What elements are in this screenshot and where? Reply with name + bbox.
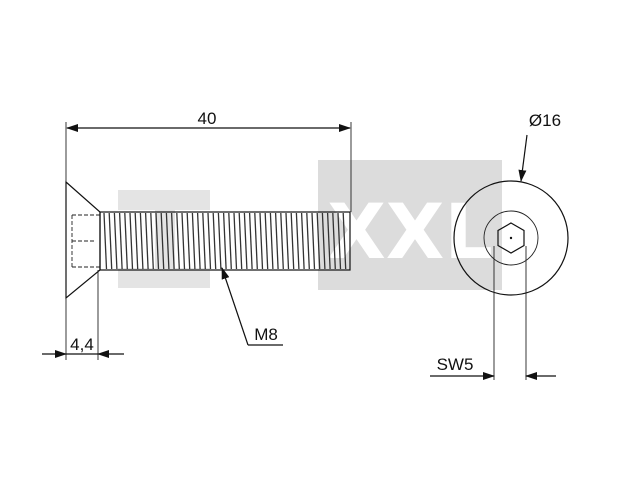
thread-line — [295, 212, 300, 270]
head-circle — [453, 180, 569, 296]
thread-line — [217, 212, 222, 270]
thread-line — [233, 212, 238, 270]
thread-line — [170, 212, 175, 270]
thread-line — [196, 212, 201, 270]
thread-line — [134, 212, 139, 270]
thread-line — [176, 212, 180, 270]
thread-line — [160, 212, 165, 270]
thread-line — [103, 212, 108, 270]
thread-line — [155, 212, 160, 270]
thread-line — [243, 212, 248, 270]
thread-line — [321, 212, 326, 270]
length-dimension: 40 — [65, 109, 352, 212]
svg-text:XXL: XXL — [327, 187, 493, 276]
head-height-label: 4,4 — [70, 335, 94, 354]
thread-line — [212, 212, 217, 270]
screw-head — [65, 180, 101, 300]
thread-line — [118, 212, 123, 270]
diameter-label: Ø16 — [529, 111, 561, 130]
thread-line — [269, 212, 274, 270]
thread-line — [144, 212, 149, 270]
thread-line — [181, 212, 186, 270]
thread-line — [274, 212, 279, 270]
thread-line — [124, 212, 128, 270]
thread-line — [311, 212, 316, 270]
thread-lines — [103, 212, 347, 270]
thread-line — [264, 212, 269, 270]
wrench-size-label: SW5 — [437, 355, 474, 374]
watermark-logo: XXL — [118, 160, 502, 290]
head-height-dimension: 4,4 — [42, 270, 124, 360]
thread-line — [285, 212, 290, 270]
thread-line — [222, 212, 227, 270]
thread-line — [202, 212, 206, 270]
thread-line — [254, 212, 258, 270]
thread-line — [300, 212, 305, 270]
thread-line — [290, 212, 295, 270]
thread-line — [306, 212, 310, 270]
thread-line — [316, 212, 321, 270]
thread-line — [108, 212, 113, 270]
thread-line — [207, 212, 212, 270]
thread-line — [150, 212, 154, 270]
thread-line — [337, 212, 342, 270]
thread-callout: M8 — [221, 267, 283, 346]
length-label: 40 — [198, 109, 217, 128]
thread-line — [238, 212, 243, 270]
thread-line — [139, 212, 144, 270]
screw-side-view — [65, 180, 351, 300]
thread-line — [280, 212, 284, 270]
thread-line — [129, 212, 134, 270]
inner-circle — [483, 210, 539, 266]
thread-line — [326, 212, 331, 270]
thread-line — [165, 212, 170, 270]
thread-line — [248, 212, 253, 270]
thread-line — [332, 212, 336, 270]
thread-label: M8 — [254, 325, 278, 344]
screw-front-view: Ø16 SW5 — [430, 111, 569, 380]
thread-line — [259, 212, 264, 270]
thread-line — [113, 212, 118, 270]
thread-line — [342, 212, 347, 270]
hex-socket — [497, 222, 525, 254]
thread-line — [191, 212, 196, 270]
thread-line — [228, 212, 232, 270]
thread-line — [186, 212, 191, 270]
